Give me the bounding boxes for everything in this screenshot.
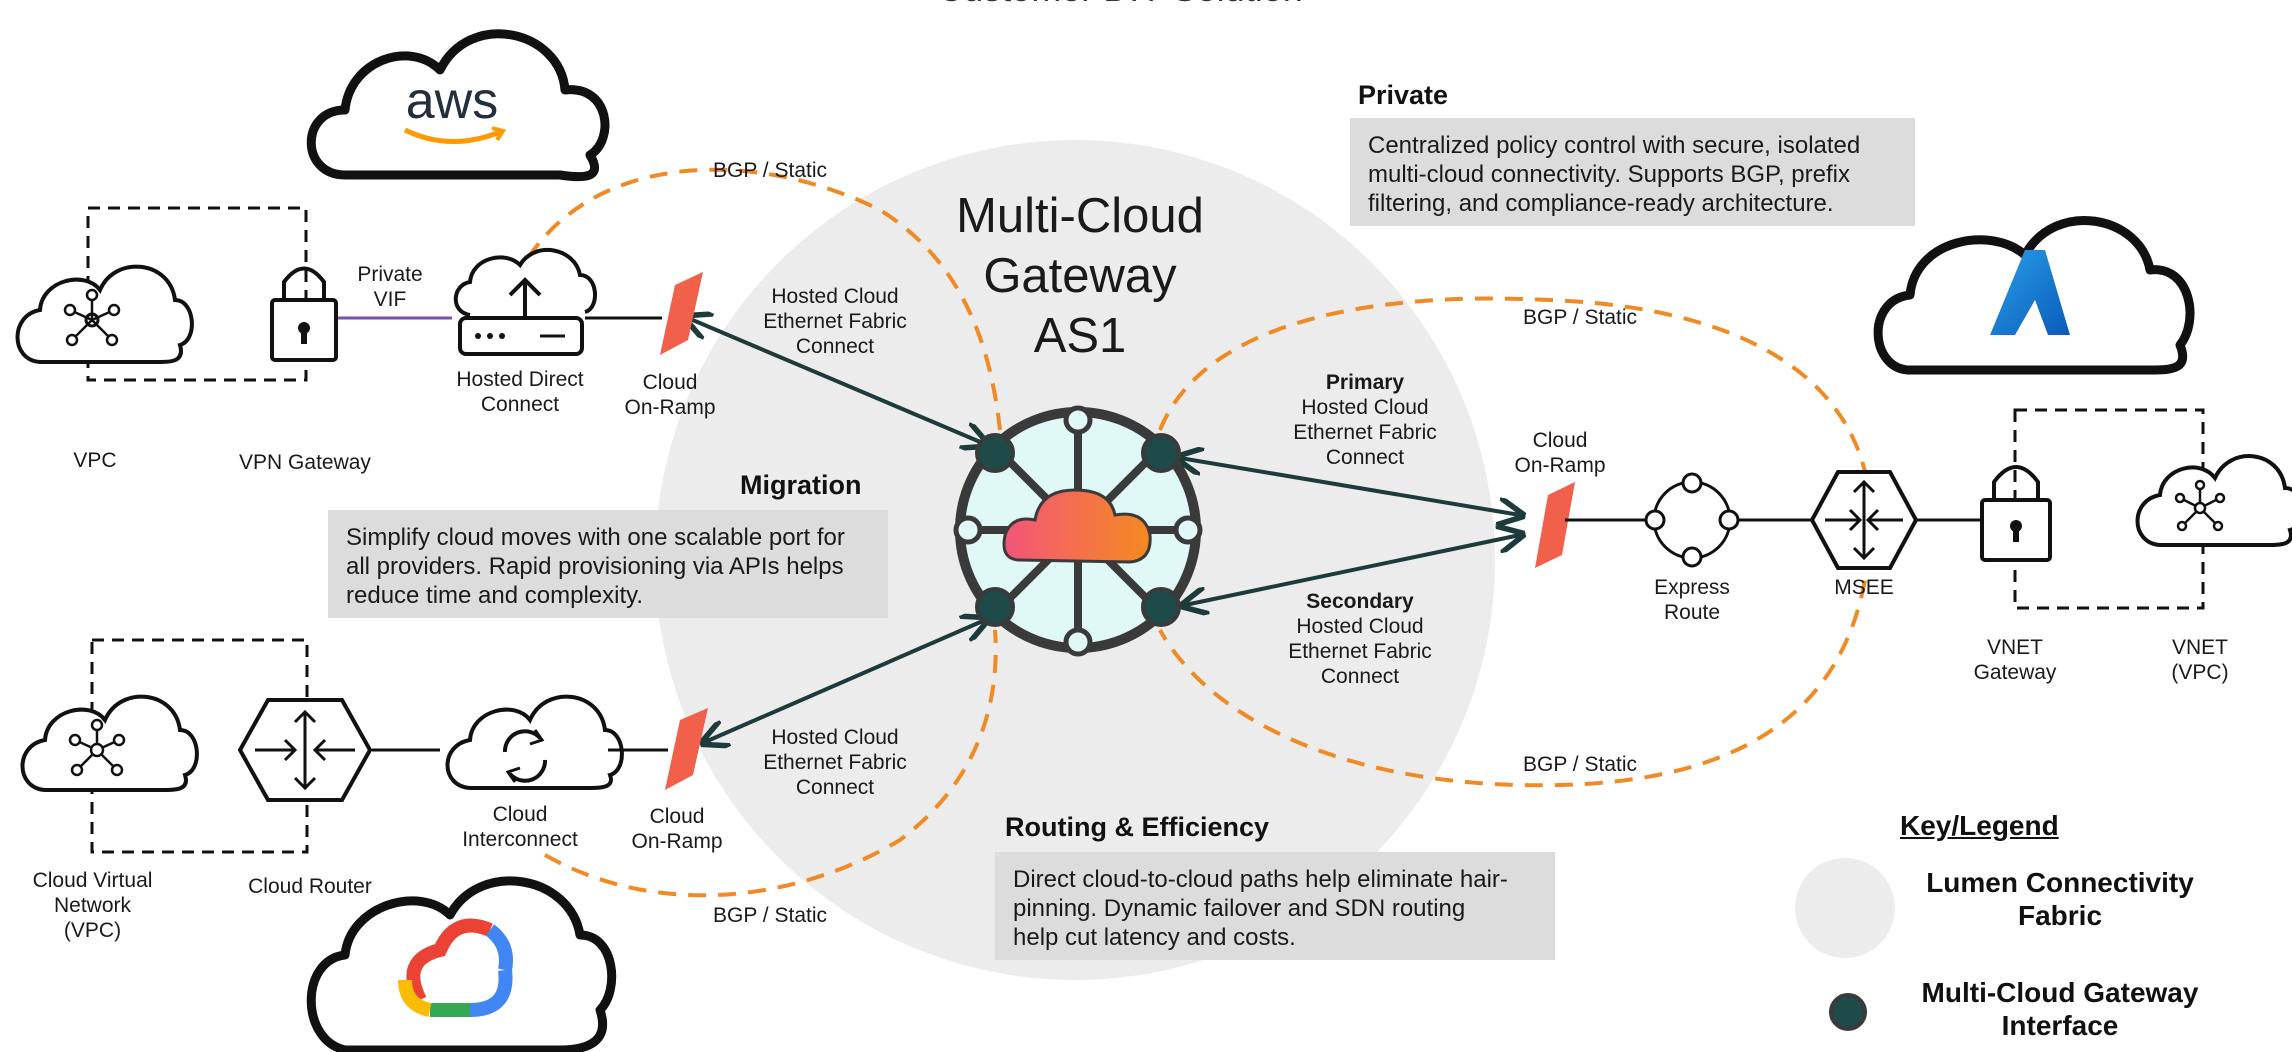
link-arrow-azure-primary	[1180, 458, 1520, 515]
link-label-azure-primary: Primary Hosted Cloud Ethernet Fabric Con…	[1293, 371, 1437, 469]
gcp-cloud-icon	[306, 876, 617, 1052]
cloud-interconnect-label: Cloud Interconnect	[462, 803, 578, 851]
migration-callout: Simplify cloud moves with one scalable p…	[328, 510, 888, 618]
cloud-virtual-network-label: Cloud Virtual Network (VPC)	[32, 869, 153, 942]
diagram-title: Customer DIY Solution	[820, 0, 1420, 10]
express-route-icon	[1644, 472, 1740, 568]
hosted-direct-connect-icon	[453, 247, 598, 356]
cloud-onramp-label-azure: Cloud On-Ramp	[1514, 429, 1606, 477]
gateway-interface-dot	[975, 587, 1015, 627]
link-arrow-gcp	[705, 620, 985, 742]
routing-heading: Routing & Efficiency	[1005, 812, 1270, 842]
bgp-path-azure	[1158, 296, 1873, 788]
vpn-gateway-label: VPN Gateway	[239, 451, 371, 474]
msee-router-icon	[1809, 470, 1919, 570]
legend-interface-swatch	[1829, 993, 1867, 1031]
cloud-onramp-label-aws: Cloud On-Ramp	[624, 371, 716, 419]
migration-heading: Migration	[740, 470, 862, 500]
legend-title: Key/Legend	[1900, 810, 2059, 841]
aws-cloud-icon: aws	[306, 29, 610, 182]
legend-fabric-swatch	[1795, 858, 1895, 958]
vpn-gateway-lock-icon	[270, 266, 338, 362]
aws-logo-text: aws	[406, 72, 498, 130]
azure-cloud-icon	[1873, 216, 2195, 375]
bgp-label-azure-bottom: BGP / Static	[1523, 753, 1637, 776]
cloud-router-label: Cloud Router	[248, 875, 372, 898]
private-vif-label: Private VIF	[357, 263, 423, 311]
link-arrow-aws	[688, 318, 985, 444]
cloud-onramp-label-gcp: Cloud On-Ramp	[631, 805, 723, 853]
cloud-router-icon	[237, 698, 373, 802]
multi-cloud-gateway-hub	[953, 405, 1203, 657]
cloud-onramp-icon-azure	[1535, 482, 1575, 568]
bgp-label-gcp: BGP / Static	[713, 904, 827, 927]
cloud-virtual-network-icon	[20, 694, 199, 792]
vnet-vpc-cloud-icon	[2135, 454, 2292, 547]
vpc-boundary	[86, 206, 308, 382]
cloud-onramp-icon-gcp	[665, 708, 708, 790]
msee-label: MSEE	[1834, 576, 1894, 599]
express-route-label: Express Route	[1654, 576, 1730, 624]
gateway-interface-dot	[975, 433, 1015, 473]
link-label-gcp: Hosted Cloud Ethernet Fabric Connect	[763, 726, 907, 799]
private-heading: Private	[1358, 80, 1449, 110]
link-label-aws: Hosted Cloud Ethernet Fabric Connect	[763, 285, 907, 358]
legend-interface-label: Multi-Cloud Gateway Interface	[1921, 977, 2199, 1041]
bgp-label-azure-top: BGP / Static	[1523, 306, 1637, 329]
link-label-azure-secondary: Secondary Hosted Cloud Ethernet Fabric C…	[1288, 590, 1432, 688]
vnet-gateway-lock-icon	[1980, 465, 2052, 562]
gateway-interface-dot	[1141, 587, 1181, 627]
cloud-interconnect-icon	[445, 694, 624, 790]
private-callout: Centralized policy control with secure, …	[1350, 118, 1915, 226]
vnet-vpc-label: VNET (VPC)	[2171, 636, 2229, 684]
vpc-label: VPC	[73, 449, 117, 472]
vpc-cloud-icon	[15, 264, 194, 364]
hosted-direct-connect-label: Hosted Direct Connect	[456, 368, 584, 416]
link-arrow-azure-secondary	[1185, 535, 1520, 605]
vnet-gateway-label: VNET Gateway	[1973, 636, 2057, 684]
gateway-interface-dot	[1141, 433, 1181, 473]
routing-callout: Direct cloud-to-cloud paths help elimina…	[995, 852, 1555, 960]
cloud-onramp-icon-aws	[660, 272, 703, 355]
bgp-label-aws: BGP / Static	[713, 159, 827, 182]
gateway-title: Multi-Cloud Gateway AS1	[956, 189, 1204, 363]
legend-fabric-label: Lumen Connectivity Fabric	[1926, 867, 2194, 931]
